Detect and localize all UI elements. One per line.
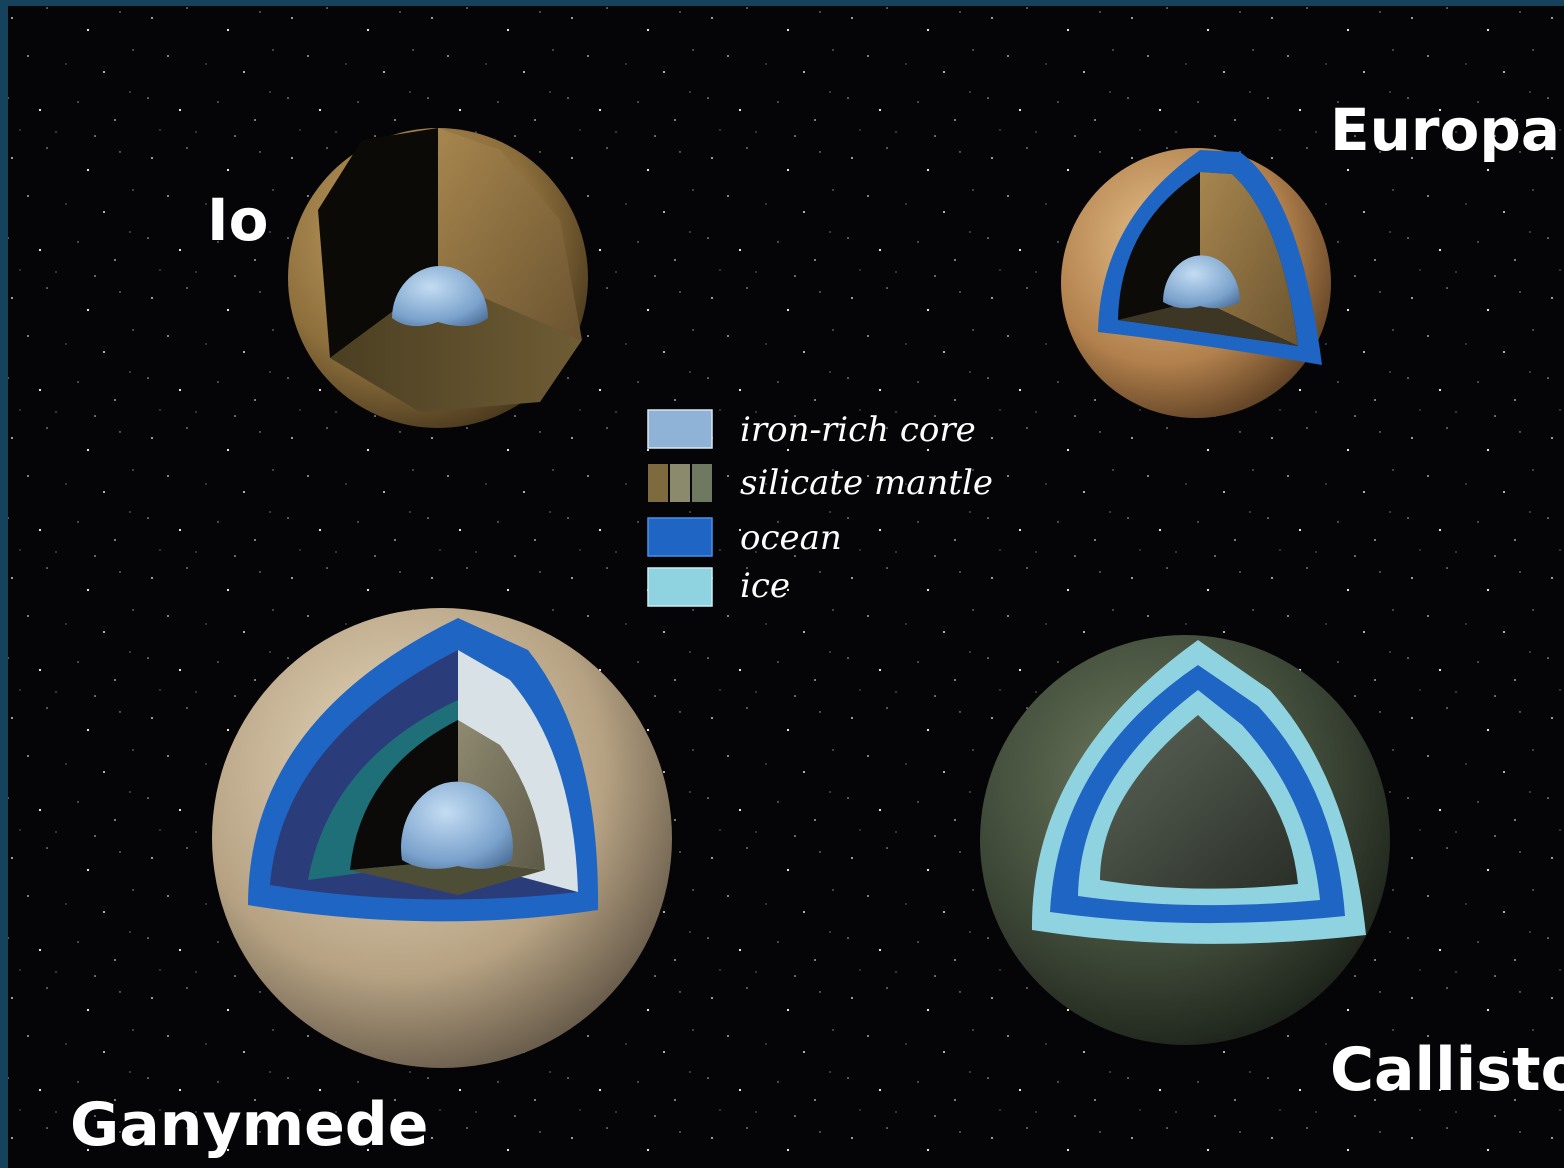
moon-label-io: Io (207, 186, 268, 254)
moon-label-europa: Europa (1330, 96, 1560, 164)
legend-item-core: iron-rich core (648, 410, 976, 450)
legend-label-mantle: silicate mantle (740, 463, 993, 503)
ganymede-cutaway (212, 608, 672, 1068)
legend-item-ocean: ocean (648, 518, 842, 558)
legend-swatch-core (648, 410, 712, 448)
europa-cutaway (1061, 148, 1331, 418)
io-cutaway (288, 128, 588, 428)
moon-label-ganymede: Ganymede (70, 1090, 428, 1160)
legend-item-mantle: silicate mantle (648, 463, 993, 503)
legend-label-ice: ice (740, 566, 790, 606)
legend-swatch-ice (648, 568, 712, 606)
moon-label-callisto: Callisto (1330, 1035, 1564, 1105)
legend-swatch-ocean (648, 518, 712, 556)
legend-swatch-mantle (648, 464, 668, 502)
callisto-cutaway (980, 635, 1390, 1045)
legend-label-core: iron-rich core (740, 410, 976, 450)
legend-label-ocean: ocean (740, 518, 842, 558)
